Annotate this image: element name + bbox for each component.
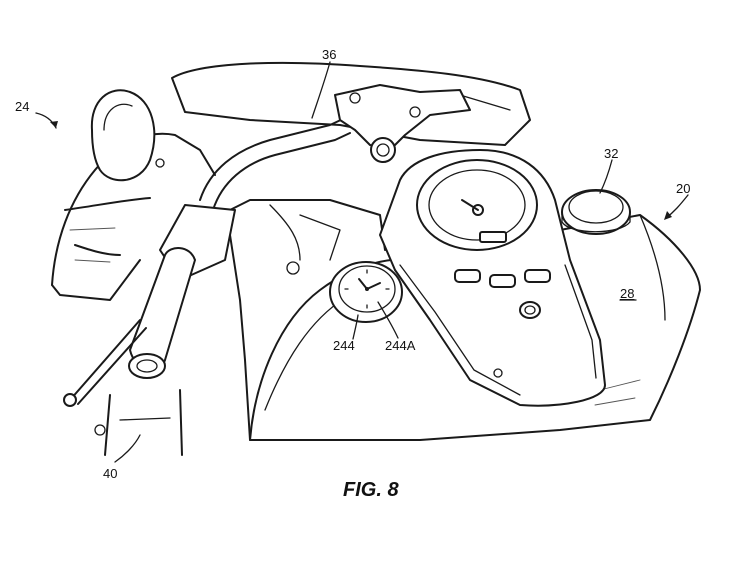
- ref-label-20: 20: [676, 181, 690, 196]
- left-mirror: [90, 89, 156, 182]
- ref-label-32: 32: [604, 146, 618, 161]
- handlebar: [199, 84, 471, 211]
- left-grip: [63, 204, 236, 436]
- ref-label-28: 28: [620, 286, 634, 301]
- left-fairing: [51, 132, 216, 301]
- leader-lines: [35, 61, 689, 463]
- ref-label-40: 40: [103, 466, 117, 481]
- speedometer: [416, 159, 538, 251]
- indicator-lights: [454, 269, 551, 378]
- figure-caption: FIG. 8: [343, 479, 399, 501]
- ref-label-36: 36: [322, 47, 336, 62]
- tank-clock: [329, 261, 403, 323]
- ref-label-24: 24: [15, 99, 29, 114]
- lower-fork-tube: [104, 389, 183, 456]
- fuel-cap: [561, 189, 631, 235]
- ref-label-244: 244: [333, 338, 355, 353]
- ref-label-244A: 244A: [385, 338, 416, 353]
- fork-body: [155, 158, 386, 441]
